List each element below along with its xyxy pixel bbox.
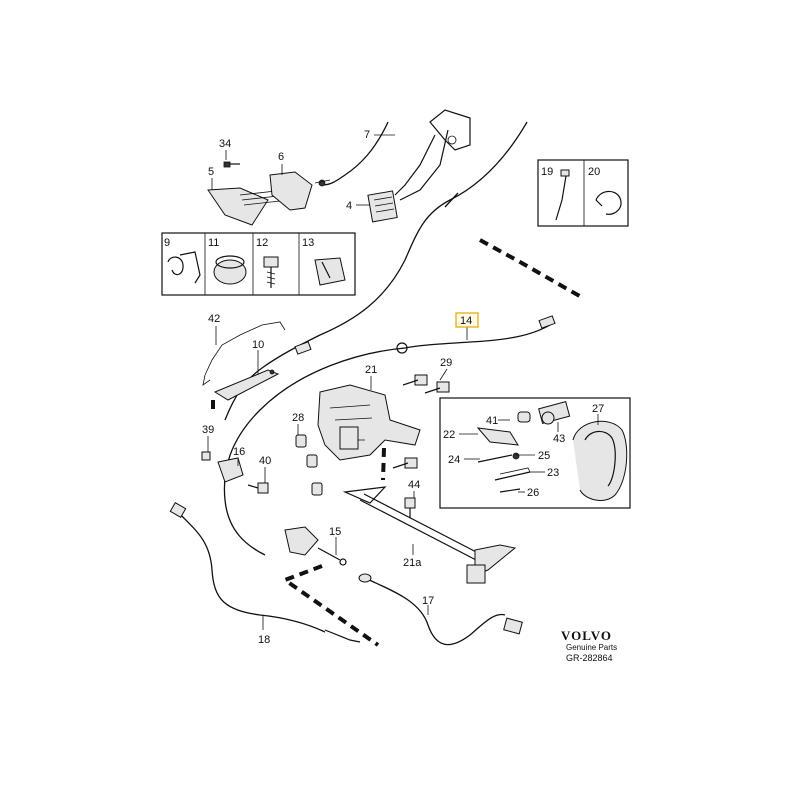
cable-ends (169, 315, 556, 643)
label-9: 9 (164, 237, 170, 249)
main-parking-cable (224, 121, 528, 421)
part-40-bolt (247, 482, 269, 494)
brand-block: VOLVO Genuine Parts GR-282864 (561, 628, 617, 663)
part-16-clamp (217, 457, 244, 483)
label-17: 17 (422, 595, 434, 607)
cable-7 (321, 121, 389, 186)
label-27: 27 (592, 403, 604, 415)
label-13: 13 (302, 237, 314, 249)
cable-17 (364, 577, 506, 646)
label-34: 34 (219, 138, 231, 150)
label-11: 11 (208, 237, 219, 249)
part-44-bolt (404, 497, 416, 518)
inset-box-9-13 (161, 232, 356, 296)
label-24: 24 (448, 454, 460, 466)
label-20: 20 (588, 166, 600, 178)
dashed-run-top (479, 238, 584, 300)
label-5: 5 (208, 166, 214, 178)
label-23: 23 (547, 467, 559, 479)
label-40: 40 (259, 455, 271, 467)
highlight-14 (455, 312, 479, 328)
part-29-bolts (392, 374, 450, 469)
label-22: 22 (443, 429, 455, 441)
part-34-bolt (223, 161, 240, 168)
brand-name: VOLVO (561, 628, 612, 643)
leader-lines (207, 134, 599, 630)
cable-14 (404, 321, 556, 349)
part-28-bushings (295, 434, 323, 496)
label-29: 29 (440, 357, 452, 369)
part-10-bracket (213, 369, 280, 401)
label-42: 42 (208, 313, 220, 325)
label-16: 16 (233, 446, 245, 458)
inset-box-19-20 (537, 159, 629, 227)
brand-tagline: Genuine Parts (566, 643, 617, 652)
part-21a-crossbar (342, 486, 517, 584)
label-14: 14 (460, 315, 472, 327)
label-7: 7 (364, 129, 370, 141)
label-4: 4 (346, 200, 352, 212)
label-39: 39 (202, 424, 214, 436)
cable-left-rear (223, 347, 406, 556)
part-15-connector (284, 526, 347, 566)
drawing-code: GR-282864 (566, 653, 613, 663)
part-5-6-bracket (207, 171, 331, 226)
label-44: 44 (408, 479, 420, 491)
part-42-wire (202, 321, 286, 386)
label-21: 21 (365, 364, 377, 376)
cable-18 (177, 511, 326, 633)
label-28: 28 (292, 412, 304, 424)
label-26: 26 (527, 487, 539, 499)
label-21a: 21a (403, 557, 422, 569)
label-15: 15 (329, 526, 341, 538)
label-10: 10 (252, 339, 264, 351)
part-labels: 7 4 34 5 6 9 11 12 13 19 20 42 10 14 29 … (164, 129, 604, 646)
label-43: 43 (553, 433, 565, 445)
label-12: 12 (256, 237, 268, 249)
part-21-bracket (317, 384, 421, 461)
label-25: 25 (538, 450, 550, 462)
label-41: 41 (486, 415, 498, 427)
label-18: 18 (258, 634, 270, 646)
label-19: 19 (541, 166, 553, 178)
label-6: 6 (278, 151, 284, 163)
pedal-assembly (367, 109, 471, 223)
part-39-bolt (201, 451, 211, 461)
